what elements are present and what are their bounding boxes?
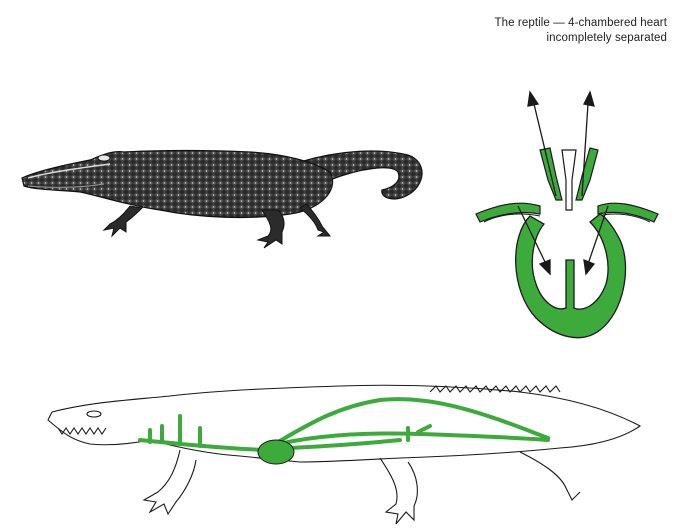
vessels [140, 399, 548, 450]
body-outline [48, 385, 640, 524]
heart-position [258, 440, 294, 464]
